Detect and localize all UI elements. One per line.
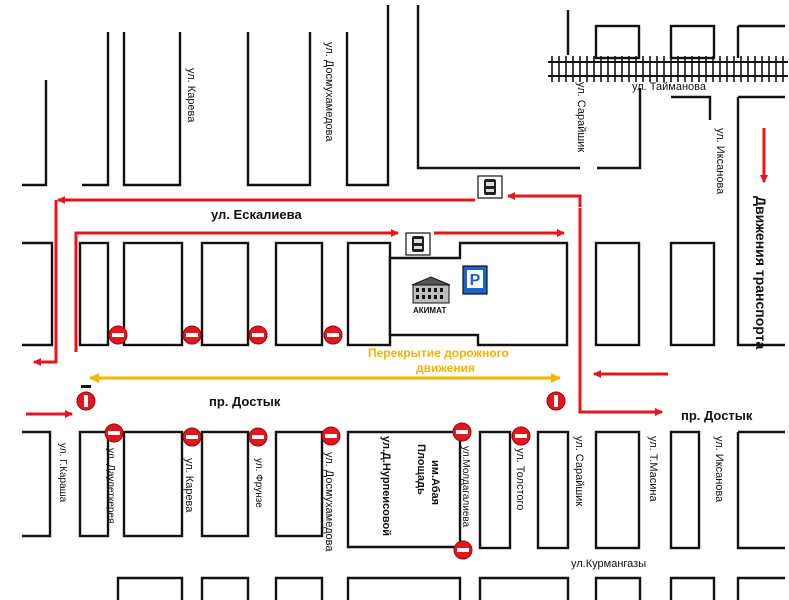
block	[274, 430, 324, 538]
block	[594, 430, 641, 550]
street-label-frunze: ул. Фрунзе	[253, 458, 264, 508]
block	[122, 430, 184, 538]
street-label-t-masina: ул. Т.Масина	[647, 436, 659, 502]
route-arrow	[33, 200, 58, 366]
block-edge	[736, 430, 785, 550]
closure-label-line2: движения	[416, 361, 475, 375]
block-edge	[82, 32, 110, 187]
car-icon	[477, 175, 503, 199]
street-label-tolstogo: ул. Толстого	[514, 448, 526, 510]
block	[78, 241, 110, 347]
street-label-d-nurpeisovoi: ул.Д.Нурпеисовой	[380, 436, 392, 536]
no-entry-sign-icon	[321, 426, 341, 446]
closure-label-line1: Перекрытие дорожного	[368, 346, 509, 360]
block	[594, 24, 641, 60]
street-label-saraishik-top: ул. Сарайшик	[575, 82, 587, 152]
no-entry-sign-icon	[104, 423, 124, 443]
block	[200, 430, 250, 538]
no-entry-sign-icon	[453, 540, 473, 560]
parking-sign-icon: P	[462, 265, 488, 295]
block	[346, 241, 392, 347]
no-entry-sign-icon	[76, 391, 96, 411]
block	[536, 430, 570, 550]
bottom-row-blocks	[22, 430, 785, 600]
street-label-kurmangazy: ул.Курмангазы	[571, 558, 646, 570]
top-row-blocks	[22, 5, 785, 347]
no-entry-sign-icon	[546, 391, 566, 411]
street-label-dostyk-right: пр. Достык	[681, 408, 753, 423]
street-label-moldagalieva: ул.Молдагалиева	[460, 446, 471, 528]
block-edge	[22, 80, 48, 187]
street-label-dosmukhamedova-bottom: ул. Досмухамедова	[323, 452, 335, 552]
block	[200, 241, 250, 347]
block	[594, 241, 641, 347]
traffic-direction-label: Движения транспорта	[753, 196, 769, 350]
block-edge	[122, 32, 182, 187]
barrier-mark	[81, 385, 91, 388]
no-entry-sign-icon	[323, 325, 343, 345]
block-edge	[246, 32, 312, 187]
street-label-eskalieva: ул. Ескалиева	[211, 207, 302, 222]
block-edge	[274, 576, 324, 600]
block	[669, 430, 701, 550]
street-label-dostyk: пр. Достык	[209, 394, 281, 409]
svg-text:P: P	[470, 272, 481, 289]
abai-plaza-block	[346, 430, 462, 549]
route-arrow	[74, 229, 399, 352]
block-edge	[594, 576, 642, 600]
block	[669, 24, 716, 60]
plaza-label-line2: им.Абая	[429, 460, 441, 505]
akimat-label: АКИМАТ	[413, 306, 446, 315]
car-icon	[405, 232, 431, 256]
street-label-taimanova: ул. Тайманова	[632, 81, 707, 93]
street-label-iksanova-bottom: ул. Иксанова	[713, 436, 725, 503]
block	[669, 241, 716, 347]
street-label-dauletkereya: ул. Даулеткерея	[105, 448, 116, 523]
akimat-building-icon	[411, 276, 451, 304]
block-edge	[736, 576, 785, 600]
middle-row-blocks	[22, 241, 716, 347]
block-edge	[736, 95, 785, 347]
route-arrow	[578, 208, 663, 416]
block-edge	[116, 576, 184, 600]
no-entry-sign-icon	[182, 325, 202, 345]
block-edge	[22, 241, 54, 347]
no-entry-sign-icon	[182, 427, 202, 447]
street-label-iksanova-top: ул. Иксанова	[714, 128, 726, 195]
street-label-g-karasha: ул. Г.Караша	[57, 443, 68, 503]
no-entry-sign-icon	[108, 325, 128, 345]
street-label-saraishik-bottom: ул. Сарайшик	[573, 436, 585, 506]
block-edge	[671, 95, 712, 120]
no-entry-sign-icon	[248, 427, 268, 447]
street-label-kareva-top: ул. Карева	[185, 68, 197, 123]
detour-routes	[26, 128, 768, 418]
block	[274, 241, 324, 347]
route-arrow	[507, 192, 582, 207]
plaza-label-line1: Площадь	[415, 444, 427, 495]
no-entry-sign-icon	[511, 426, 531, 446]
block-edge	[669, 576, 716, 600]
railway	[548, 56, 788, 82]
block-edge	[597, 88, 642, 170]
block-edge	[478, 576, 570, 600]
block-edge	[22, 430, 52, 538]
no-entry-signs	[76, 325, 566, 560]
block	[122, 241, 184, 347]
street-label-dosmukhamedova-top: ул. Досмухамедова	[323, 42, 335, 142]
street-label-kareva-bottom: ул. Карева	[183, 458, 195, 513]
block-edge	[416, 5, 580, 170]
block	[78, 430, 110, 538]
block-edge	[346, 576, 462, 600]
block-edge	[736, 24, 785, 58]
block-edge	[200, 576, 250, 600]
block	[478, 430, 512, 550]
no-entry-sign-icon	[452, 422, 472, 442]
block-edge	[345, 5, 390, 187]
no-entry-sign-icon	[248, 325, 268, 345]
